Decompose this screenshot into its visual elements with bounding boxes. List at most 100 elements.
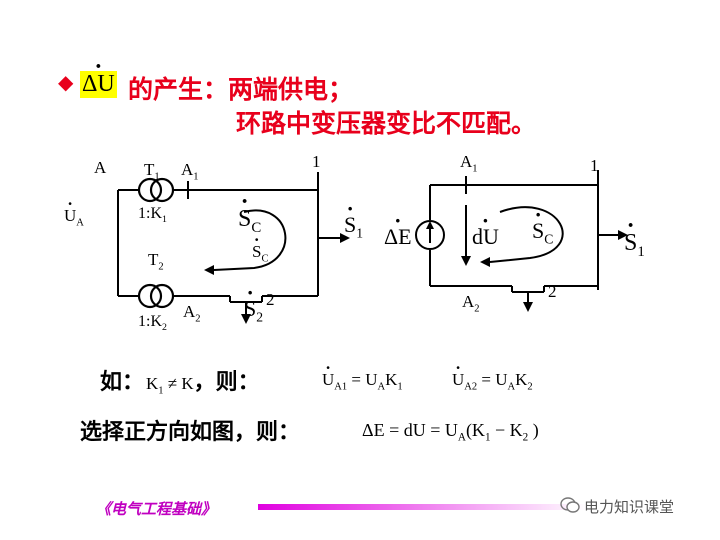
footer-course-title: 《电气工程基础》 xyxy=(96,500,217,518)
a2-right-text: A xyxy=(462,292,475,311)
bus2-label-left: 2 xyxy=(266,290,275,309)
eq2-lhs-sub: A2 xyxy=(464,381,478,393)
eq1-rhs: = U xyxy=(351,370,378,389)
a1-sub: 1 xyxy=(193,171,199,183)
s2-left-text: S xyxy=(244,296,256,321)
emf-text: ΔE xyxy=(384,224,412,249)
du-label: dU xyxy=(472,224,499,250)
eq-b: (K xyxy=(465,420,485,440)
eq2-k: K xyxy=(515,370,528,389)
eq2-rhs: = U xyxy=(481,370,508,389)
footer-gradient-bar xyxy=(258,504,588,510)
ratio1-text: 1:K xyxy=(138,205,162,222)
sc-label-right: SC xyxy=(532,218,553,247)
eq1-lhs: U xyxy=(322,370,334,389)
sc-right-text: S xyxy=(532,218,544,243)
s1-label-left: S1 xyxy=(344,212,363,241)
eq-b-sub: 1 xyxy=(484,431,491,444)
k1-sub: 1 xyxy=(158,385,164,397)
condition-then: ，则： xyxy=(193,370,260,395)
sc-small-text: S xyxy=(252,242,261,261)
left-circuit-wires xyxy=(117,172,340,318)
eq2-k-sub: 2 xyxy=(527,381,533,393)
ratio1-label: 1:K1 xyxy=(138,205,167,225)
ratio2-sub: 2 xyxy=(162,322,167,334)
heading-line2: 环路中变压器变比不匹配。 xyxy=(236,109,537,138)
eq1-rhs-sub: A xyxy=(377,381,386,393)
node-a-label: A xyxy=(94,158,107,177)
condition-prefix: 如： xyxy=(100,370,145,395)
a2-label-right: A2 xyxy=(462,292,480,314)
sc-big-text: S xyxy=(238,206,251,232)
sc-big-sub: C xyxy=(251,219,262,236)
s1-left-text: S xyxy=(344,212,356,237)
right-circuit-wires xyxy=(429,170,618,306)
a2-label: A2 xyxy=(183,302,201,324)
a1-text: A xyxy=(181,160,194,179)
delta-u-text: ΔU xyxy=(82,71,115,97)
heading-line1: 的产生：两端供电； xyxy=(128,75,354,104)
equation-ua1: UA1 = UAK1 xyxy=(322,370,403,392)
transformer-t1 xyxy=(137,177,175,203)
wechat-icon xyxy=(560,496,580,514)
eq1-k-sub: 1 xyxy=(397,381,403,393)
footer-brand: 电力知识课堂 xyxy=(584,498,675,516)
t1-label: T1 xyxy=(144,160,160,182)
a1-right-sub: 1 xyxy=(472,163,478,175)
a2-sub: 2 xyxy=(195,313,201,325)
sc-right-sub: C xyxy=(544,231,554,247)
t2-sub: 2 xyxy=(158,261,164,273)
equation-delta-e: ΔE = dU = UA(K1 − K2 ) xyxy=(362,420,539,444)
s2-left-sub: 2 xyxy=(256,309,264,325)
eq-d: ) xyxy=(528,420,539,440)
k1-text: K xyxy=(146,374,159,393)
a1-right-text: A xyxy=(460,152,473,171)
delta-u-symbol: ΔU xyxy=(80,71,117,98)
direction-text: 选择正方向如图，则： xyxy=(80,420,301,445)
t2-label: T2 xyxy=(148,250,164,272)
a1-label: A1 xyxy=(181,160,199,182)
eq2-rhs-sub: A xyxy=(507,381,516,393)
source-ua-sub: A xyxy=(76,217,84,229)
s1-right-text: S xyxy=(624,230,637,256)
a1-label-right: A1 xyxy=(460,152,478,174)
left-arrowheads xyxy=(204,233,350,324)
s2-label-left: S2 xyxy=(244,296,263,325)
bus1-label-left: 1 xyxy=(312,152,321,171)
eq1-lhs-sub: A1 xyxy=(334,381,348,393)
source-ua-label: UA xyxy=(64,206,84,228)
equation-ua2: UA2 = UAK2 xyxy=(452,370,533,392)
right-arrowheads xyxy=(426,221,628,312)
eq-c-sub: 2 xyxy=(522,431,529,444)
s1-right-sub: 1 xyxy=(637,243,645,260)
transformer-t2 xyxy=(137,283,175,309)
bus1-label-right: 1 xyxy=(590,156,599,175)
du-text: dU xyxy=(472,224,499,249)
a2-right-sub: 2 xyxy=(474,303,480,315)
eq1-k: K xyxy=(385,370,398,389)
k1-neq-k: K1 ≠ K xyxy=(146,374,194,396)
ratio2-label: 1:K2 xyxy=(138,313,167,333)
a2-text: A xyxy=(183,302,196,321)
bullet-icon: ◆ xyxy=(58,70,74,94)
bus2-label-right: 2 xyxy=(548,282,557,301)
eq2-lhs: U xyxy=(452,370,464,389)
condition-row: 如： K1 ≠ K ，则： xyxy=(100,364,260,396)
emf-label: ΔE xyxy=(384,224,412,250)
t2-text: T xyxy=(148,250,159,269)
sc-small-label: SC xyxy=(252,242,269,264)
sc-big-label: SC xyxy=(238,206,261,237)
eq-c: − K xyxy=(490,420,523,440)
t1-text: T xyxy=(144,160,155,179)
t1-sub: 1 xyxy=(154,171,160,183)
ratio1-sub: 1 xyxy=(162,214,167,226)
neq-text: ≠ K xyxy=(163,374,194,393)
eq-a: ΔE = dU = U xyxy=(362,420,458,440)
s1-left-sub: 1 xyxy=(356,225,364,241)
ratio2-text: 1:K xyxy=(138,313,162,330)
s1-label-right: S1 xyxy=(624,230,645,261)
sc-small-sub: C xyxy=(261,253,269,265)
source-ua-text: U xyxy=(64,206,76,225)
eq-a-sub: A xyxy=(457,431,466,444)
